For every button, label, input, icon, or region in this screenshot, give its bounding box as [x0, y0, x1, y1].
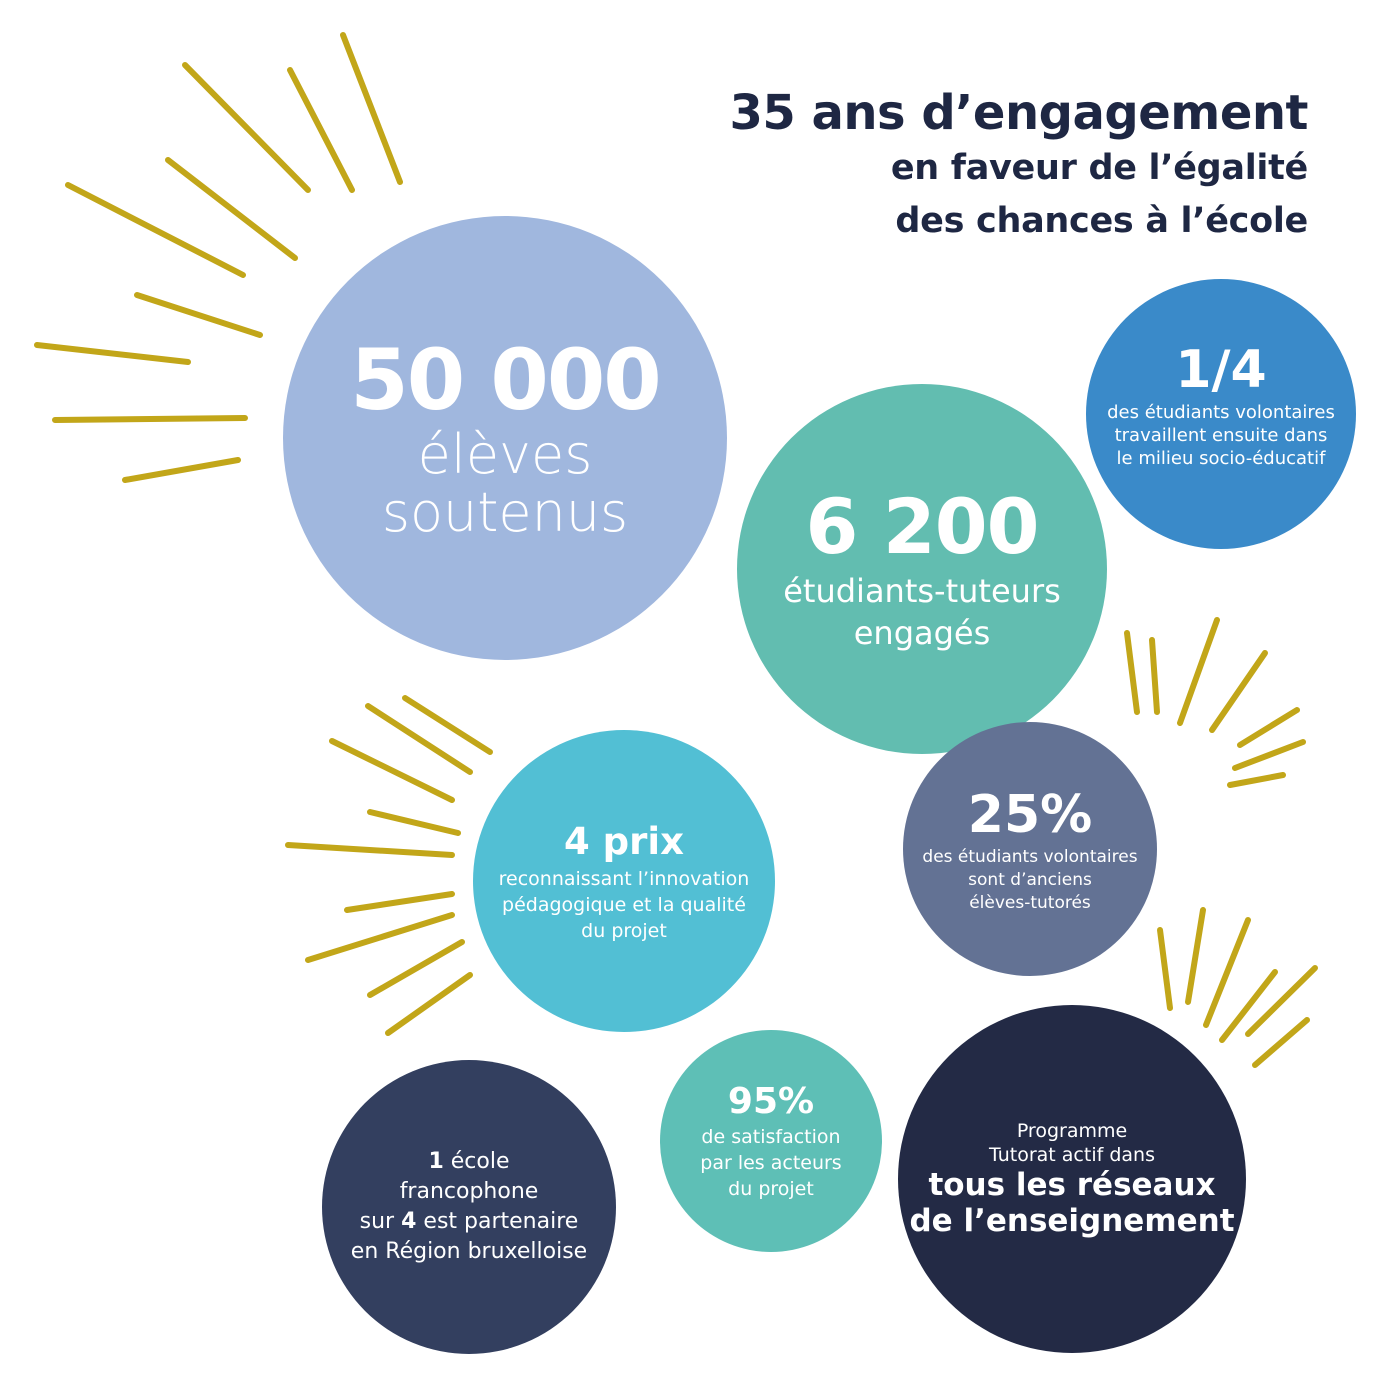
ray	[1185, 907, 1206, 1005]
ray	[52, 415, 248, 423]
stat-former-tutored: 25% des étudiants volontaires sont d’anc…	[903, 722, 1157, 976]
stat-number: 95%	[727, 1081, 815, 1122]
stat-label-line: du projet	[728, 1178, 814, 1200]
ray	[367, 809, 461, 836]
stat-label-line: étudiants-tuteurs	[783, 572, 1061, 610]
stat-highlight-line: de l’enseignement	[909, 1203, 1235, 1239]
stat-number: 6 200	[805, 482, 1040, 571]
ray	[1149, 637, 1160, 715]
stat-label-line: soutenus	[381, 481, 629, 544]
stat-label-line: francophone	[399, 1179, 539, 1204]
stat-label-line: travaillent ensuite dans	[1114, 424, 1328, 446]
stat-label-line: reconnaissant l’innovation	[498, 868, 750, 890]
stat-label-line: Programme	[1016, 1120, 1128, 1142]
ray	[1209, 650, 1268, 733]
ray	[305, 912, 455, 963]
stat-label-line: sont d’anciens	[968, 869, 1092, 890]
stat-number: 25%	[967, 784, 1093, 845]
stat-label-text: sur	[359, 1209, 402, 1234]
ray	[329, 738, 455, 803]
stat-label-line: en Région bruxelloise	[350, 1239, 588, 1264]
stat-label-line: de satisfaction	[701, 1126, 841, 1148]
title-line-2: en faveur de l’égalité	[890, 148, 1308, 188]
stat-students-supported: 50 000 élèves soutenus	[283, 216, 727, 660]
stat-label-line: Tutorat actif dans	[989, 1144, 1155, 1166]
stat-student-tutors: 6 200 étudiants-tuteurs engagés	[737, 384, 1107, 754]
stat-partner-schools: 1 école francophone sur 4 est partenaire…	[322, 1060, 616, 1354]
stat-label-line: sur 4 est partenaire	[360, 1207, 579, 1237]
stat-label-line: le milieu socio-éducatif	[1116, 447, 1326, 469]
ray	[1203, 917, 1251, 1028]
stat-label-line: du projet	[581, 920, 667, 942]
title-line-1: 35 ans d’engagement	[729, 85, 1308, 141]
ray	[285, 842, 455, 858]
ray	[1219, 969, 1278, 1043]
stat-quarter-volunteers: 1/4 des étudiants volontaires travaillen…	[1086, 279, 1356, 549]
stat-label-line: engagés	[853, 614, 991, 652]
ray	[344, 891, 455, 913]
ray	[65, 182, 246, 278]
ray	[134, 292, 263, 338]
ray	[365, 703, 473, 775]
ray	[1252, 1017, 1310, 1068]
page-title: 35 ans d’engagement en faveur de l’égali…	[729, 84, 1308, 248]
ray	[1237, 707, 1300, 748]
ray	[385, 972, 473, 1036]
stat-number: 50 000	[350, 331, 661, 429]
stat-highlight-line: tous les réseaux	[928, 1167, 1216, 1203]
stat-label-line: par les acteurs	[700, 1152, 842, 1174]
ray	[367, 939, 465, 998]
stat-number: 1/4	[1175, 339, 1267, 400]
stat-label-text: école	[443, 1149, 510, 1174]
stat-prizes: 4 prix reconnaissant l’innovation pédago…	[473, 730, 775, 1032]
ray	[402, 695, 493, 755]
ray	[165, 157, 298, 261]
ray	[182, 62, 311, 193]
ray	[122, 457, 241, 483]
ray	[287, 67, 355, 193]
stat-label-line: élèves-tutorés	[969, 892, 1091, 913]
stat-label-text: est partenaire	[416, 1209, 579, 1234]
ray	[1245, 965, 1318, 1037]
ray	[1232, 739, 1306, 771]
stat-label-line: des étudiants volontaires	[922, 846, 1138, 867]
stat-number: 1	[428, 1149, 444, 1174]
ray	[1157, 927, 1173, 1011]
stat-number: 4	[401, 1209, 417, 1234]
ray	[1124, 630, 1140, 715]
stat-number: 4 prix	[564, 820, 684, 863]
ray	[34, 342, 191, 365]
stat-label-line: des étudiants volontaires	[1107, 401, 1335, 423]
stat-education-networks: Programme Tutorat actif dans tous les ré…	[898, 1005, 1246, 1353]
title-line-3: des chances à l’école	[895, 201, 1308, 241]
stat-label-line: 1 école	[428, 1147, 509, 1177]
stat-label-line: élèves	[417, 423, 593, 486]
ray	[340, 32, 403, 185]
stat-label-line: pédagogique et la qualité	[502, 894, 746, 916]
ray	[1177, 617, 1220, 726]
stat-satisfaction: 95% de satisfaction par les acteurs du p…	[660, 1030, 882, 1252]
ray	[1227, 772, 1286, 788]
